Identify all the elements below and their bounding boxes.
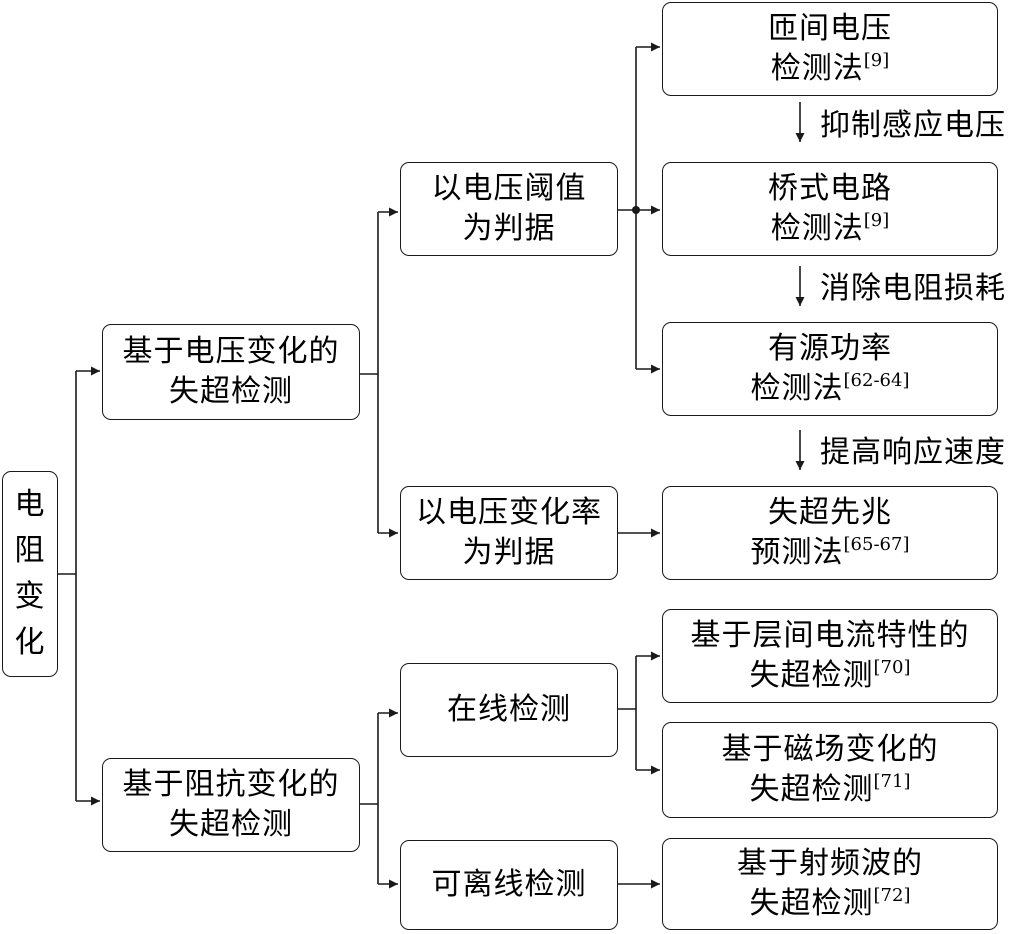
node-impedance-branch: 基于阻抗变化的 失超检测 (102, 758, 360, 852)
node-rf-line2: 失超检测[72] (749, 885, 911, 921)
note-suppress-induced-voltage: 抑制感应电压 (820, 108, 1006, 143)
reference-mark: [62-64] (843, 370, 910, 391)
root-char-1: 电 (14, 487, 46, 522)
node-rate-criterion: 以电压变化率 为判据 (400, 486, 618, 580)
note-improve-response-speed: 提高响应速度 (820, 435, 1006, 470)
node-turn-voltage-line1: 匝间电压 (768, 11, 892, 46)
node-interlayer-line1: 基于层间电流特性的 (690, 618, 970, 653)
node-offline-line1: 可离线检测 (431, 867, 587, 902)
node-bridge-line1: 桥式电路 (768, 171, 892, 206)
node-voltage-line1: 基于电压变化的 (122, 334, 340, 369)
node-bridge-method: 桥式电路 检测法[9] (662, 162, 998, 256)
node-rate-line1: 以电压变化率 (416, 495, 602, 530)
root-char-2: 阻 (14, 533, 46, 568)
node-online-detection: 在线检测 (400, 663, 618, 757)
node-magnetic-line2: 失超检测[71] (749, 771, 911, 807)
reference-mark: [71] (873, 771, 911, 792)
edge-root-trunk (58, 371, 77, 801)
junction-dot (632, 206, 640, 214)
reference-mark: [65-67] (843, 534, 910, 555)
reference-mark: [70] (873, 657, 911, 678)
node-rf-method: 基于射频波的 失超检测[72] (662, 838, 998, 930)
node-magnetic-method: 基于磁场变化的 失超检测[71] (662, 722, 998, 818)
node-bridge-line2: 检测法[9] (770, 210, 890, 246)
node-rf-line1: 基于射频波的 (737, 846, 923, 881)
node-turn-voltage-line2: 检测法[9] (770, 50, 890, 86)
edge-online-trunk (618, 656, 637, 770)
reference-mark: [72] (873, 885, 911, 906)
node-turn-voltage-method: 匝间电压 检测法[9] (662, 2, 998, 96)
node-threshold-line1: 以电压阈值 (431, 171, 587, 206)
node-active-power-line2: 检测法[62-64] (750, 370, 910, 406)
node-interlayer-method: 基于层间电流特性的 失超检测[70] (662, 609, 998, 703)
node-precursor-line1: 失超先兆 (768, 495, 892, 530)
note-eliminate-resistive-loss: 消除电阻损耗 (820, 271, 1006, 306)
node-rate-line2: 为判据 (462, 535, 556, 570)
node-impedance-line2: 失超检测 (169, 807, 293, 842)
node-magnetic-line1: 基于磁场变化的 (721, 732, 939, 767)
node-offline-detection: 可离线检测 (400, 840, 618, 930)
edge-impedance-trunk (360, 713, 379, 884)
node-precursor-line2: 预测法[65-67] (750, 534, 910, 570)
node-root: 电 阻 变 化 (2, 471, 58, 677)
reference-mark: [9] (863, 210, 890, 231)
node-impedance-line1: 基于阻抗变化的 (122, 767, 340, 802)
node-threshold-criterion: 以电压阈值 为判据 (400, 162, 618, 256)
node-online-line1: 在线检测 (447, 692, 571, 727)
node-precursor-method: 失超先兆 预测法[65-67] (662, 486, 998, 580)
node-active-power-method: 有源功率 检测法[62-64] (662, 322, 998, 416)
node-interlayer-line2: 失超检测[70] (749, 657, 911, 693)
root-char-4: 化 (14, 625, 46, 660)
node-threshold-line2: 为判据 (462, 211, 556, 246)
node-voltage-line2: 失超检测 (169, 374, 293, 409)
root-char-3: 变 (14, 579, 46, 614)
edge-voltage-trunk (360, 212, 379, 533)
node-voltage-branch: 基于电压变化的 失超检测 (102, 324, 360, 420)
reference-mark: [9] (863, 50, 890, 71)
node-active-power-line1: 有源功率 (768, 331, 892, 366)
